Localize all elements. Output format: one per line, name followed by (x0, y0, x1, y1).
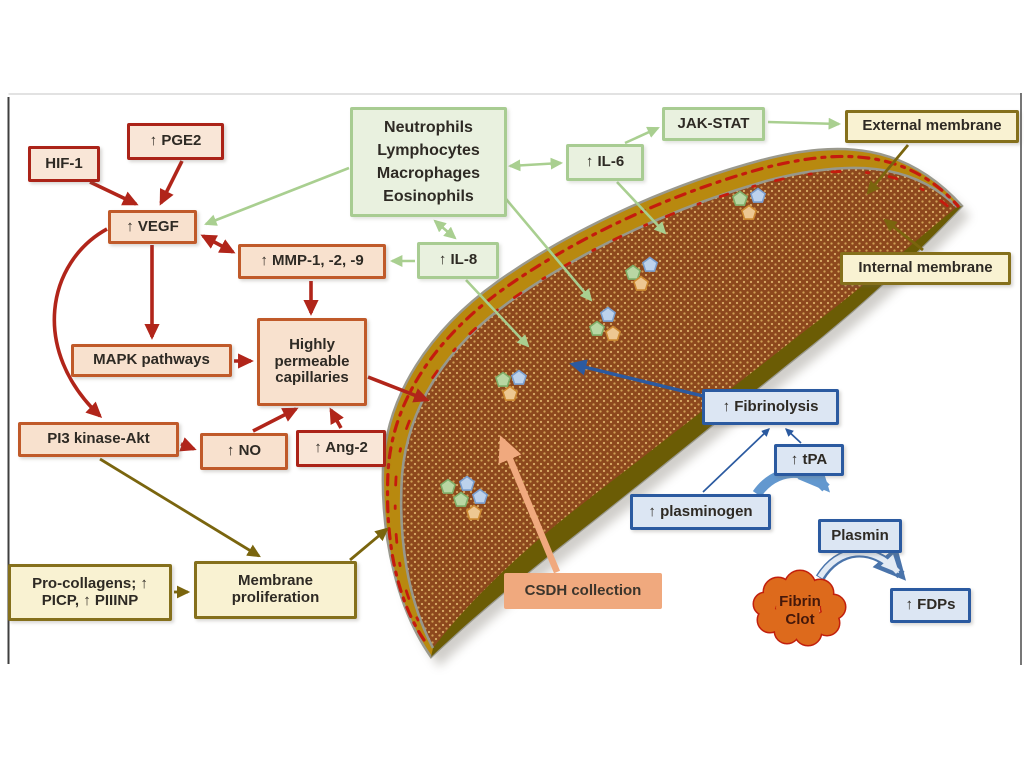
arrow-membrane-proliferation-to-membrane (349, 527, 389, 562)
immune-cells-line: Eosinophils (383, 188, 474, 206)
immune-cells-line: Lymphocytes (377, 141, 480, 159)
arrow-vegf-to-pi3 (52, 227, 108, 418)
arrow-pi3-to-membrane-proliferation (99, 457, 261, 558)
csdh-collection-region (401, 167, 957, 649)
node-ang2: ↑ Ang-2 (296, 430, 386, 467)
node-il8: ↑ IL-8 (417, 242, 499, 279)
node-tpa: ↑ tPA (774, 444, 844, 476)
node-pi3-kinase-akt: PI3 kinase-Akt (18, 422, 179, 457)
node-jak-stat: JAK-STAT (662, 107, 765, 141)
olive-arrows (99, 144, 924, 599)
arrow-vegf-mmp-bidirectional (200, 234, 236, 254)
arrow-tpa-to-fibrinolysis (785, 428, 802, 444)
arrow-plasminogen-to-fibrinolysis (702, 428, 770, 493)
node-internal-membrane: Internal membrane (840, 252, 1011, 285)
immune-cells-line: Neutrophils (384, 118, 473, 136)
node-immune-cells: Neutrophils Lymphocytes Macrophages Eosi… (350, 107, 507, 217)
arrow-pge2-to-vegf (159, 160, 184, 206)
node-vegf: ↑ VEGF (108, 210, 197, 244)
csdh-crescent (381, 147, 970, 667)
arrow-pi3-to-no (179, 437, 197, 452)
arrow-immune-to-vegf (204, 166, 350, 226)
node-plasmin: Plasmin (818, 519, 902, 553)
arrow-immune-il6-bidirectional (507, 157, 564, 172)
node-fibrinolysis: ↑ Fibrinolysis (702, 389, 839, 425)
arrow-il6-to-hematoma (616, 181, 667, 235)
node-mmp: ↑ MMP-1, -2, -9 (238, 244, 386, 279)
node-membrane-proliferation: Membrane proliferation (194, 561, 357, 619)
arrow-external-membrane-label (866, 144, 910, 195)
node-capillaries: Highly permeable capillaries (257, 318, 367, 406)
label-csdh-collection: CSDH collection (504, 573, 662, 609)
arrow-fibrinolysis-to-hematoma (569, 359, 704, 398)
node-fdps: ↑ FDPs (890, 588, 971, 623)
capillary-dashes (385, 154, 960, 642)
capillary-dashes-2 (393, 170, 952, 622)
arrow-internal-membrane-label (883, 218, 924, 252)
arrow-ang2-to-capillaries (329, 407, 344, 429)
arrow-plasminogen-to-plasmin (752, 458, 831, 498)
arrow-csdh-label-to-collection (498, 435, 560, 574)
fibrin-clot-cloud (752, 569, 847, 647)
node-pge2: ↑ PGE2 (127, 123, 224, 160)
node-hif1: HIF-1 (28, 146, 100, 182)
node-pro-collagens: Pro-collagens; ↑ PICP, ↑ PIIINP (8, 564, 172, 621)
arrow-no-to-capillaries (252, 407, 299, 433)
arrow-immune-il8-bidirectional (433, 219, 457, 240)
green-arrows (204, 117, 842, 348)
arrow-il8-to-hematoma (465, 279, 530, 348)
arrow-capillaries-to-membrane (367, 375, 430, 403)
node-external-membrane: External membrane (845, 110, 1019, 143)
arrow-hif1-to-vegf (89, 180, 139, 206)
node-no: ↑ NO (200, 433, 288, 470)
arrow-immune-to-hematoma (505, 198, 593, 302)
label-fibrin-clot: Fibrin Clot (779, 593, 821, 628)
arrow-jakstat-to-external-membrane (767, 117, 842, 130)
red-arrows (52, 160, 430, 452)
arrow-il6-to-jakstat (624, 126, 660, 145)
node-plasminogen: ↑ plasminogen (630, 494, 771, 530)
immune-cells-line: Macrophages (376, 165, 481, 182)
node-mapk: MAPK pathways (71, 344, 232, 377)
node-il6: ↑ IL-6 (566, 144, 644, 181)
